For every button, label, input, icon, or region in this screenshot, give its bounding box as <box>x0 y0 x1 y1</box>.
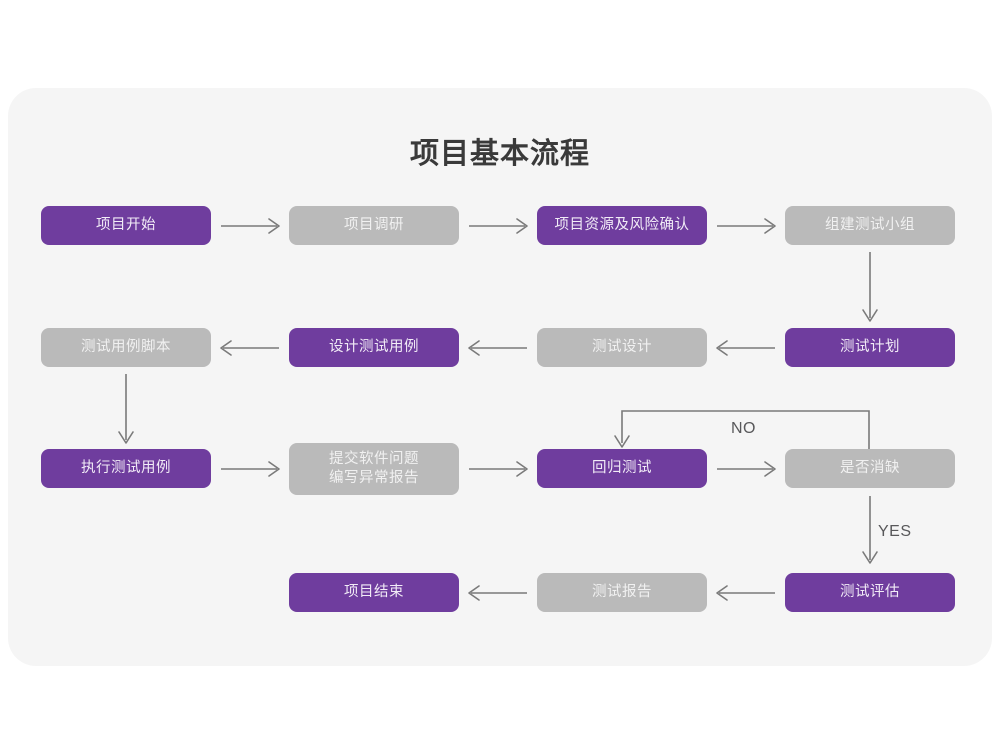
node-label: 测试设计 <box>592 339 652 355</box>
node-execute-test-case[interactable]: 执行测试用例 <box>41 449 211 488</box>
node-label: 回归测试 <box>592 460 652 476</box>
node-project-end[interactable]: 项目结束 <box>289 573 459 612</box>
node-project-research[interactable]: 项目调研 <box>289 206 459 245</box>
node-label: 项目调研 <box>344 217 404 233</box>
node-label: 是否消缺 <box>840 460 900 476</box>
node-label: 测试报告 <box>592 584 652 600</box>
node-test-evaluation[interactable]: 测试评估 <box>785 573 955 612</box>
arrow-evaluation-to-report <box>715 583 787 603</box>
node-test-plan[interactable]: 测试计划 <box>785 328 955 367</box>
node-label: 项目结束 <box>344 584 404 600</box>
flowchart-panel <box>8 88 992 666</box>
node-label: 设计测试用例 <box>329 339 419 355</box>
arrow-test-design-to-design-case <box>467 338 539 358</box>
node-label: 测试计划 <box>840 339 900 355</box>
node-label: 测试用例脚本 <box>81 339 171 355</box>
node-test-report[interactable]: 测试报告 <box>537 573 707 612</box>
arrow-design-case-to-script <box>219 338 291 358</box>
node-resource-risk-confirm[interactable]: 项目资源及风险确认 <box>537 206 707 245</box>
arrow-report-to-project-end <box>467 583 539 603</box>
node-submit-issue-report[interactable]: 提交软件问题 编写异常报告 <box>289 443 459 495</box>
node-label: 提交软件问题 编写异常报告 <box>329 451 419 486</box>
node-label: 测试评估 <box>840 584 900 600</box>
node-project-start[interactable]: 项目开始 <box>41 206 211 245</box>
node-design-test-case[interactable]: 设计测试用例 <box>289 328 459 367</box>
node-form-test-team[interactable]: 组建测试小组 <box>785 206 955 245</box>
arrow-no-loop-back <box>610 405 890 455</box>
arrow-yes-to-test-evaluation <box>855 494 885 572</box>
node-label: 项目资源及风险确认 <box>554 217 690 233</box>
arrow-script-to-execute-case <box>111 372 141 452</box>
arrow-test-plan-to-test-design <box>715 338 787 358</box>
node-test-case-script[interactable]: 测试用例脚本 <box>41 328 211 367</box>
node-label: 项目开始 <box>96 217 156 233</box>
page-title: 项目基本流程 <box>409 138 590 170</box>
node-test-design[interactable]: 测试设计 <box>537 328 707 367</box>
arrow-start-to-research <box>219 216 291 236</box>
node-regression-test[interactable]: 回归测试 <box>537 449 707 488</box>
arrow-regression-to-decision <box>715 459 787 479</box>
node-label: 执行测试用例 <box>81 460 171 476</box>
arrow-research-to-resource <box>467 216 539 236</box>
node-defect-cleared-decision[interactable]: 是否消缺 <box>785 449 955 488</box>
arrow-submit-issue-to-regression <box>467 459 539 479</box>
edge-label-yes: YES <box>878 523 912 540</box>
arrow-team-to-test-plan <box>855 250 885 330</box>
arrow-resource-to-team <box>715 216 787 236</box>
arrow-execute-to-submit-issue <box>219 459 291 479</box>
node-label: 组建测试小组 <box>825 217 915 233</box>
edge-label-no: NO <box>731 420 756 437</box>
